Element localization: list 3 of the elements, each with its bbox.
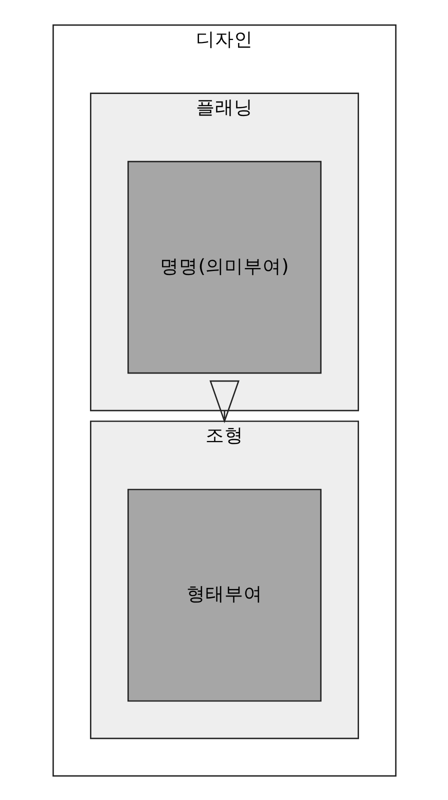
arrow	[209, 380, 239, 423]
node-box: 명명(의미부여)	[126, 160, 322, 374]
node-box: 형태부여	[126, 488, 322, 702]
